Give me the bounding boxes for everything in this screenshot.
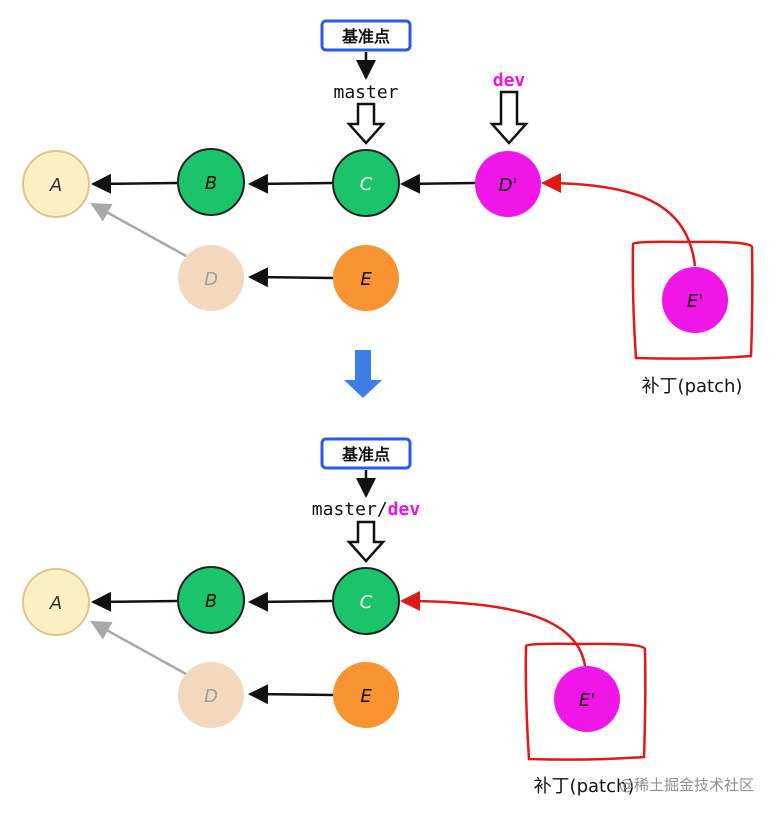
commit-e-label: E (360, 686, 372, 707)
edge-c-to-b (248, 591, 334, 612)
commit-b: B (177, 566, 245, 634)
commit-e: E (333, 662, 399, 728)
top-diagram: 基准点 master dev A B C D' (22, 19, 754, 397)
commit-a: A (22, 150, 90, 218)
bottom-diagram: 基准点 master/dev A B C D E (22, 437, 647, 797)
badge-border (320, 437, 412, 470)
commit-e-prime-label: E' (579, 690, 595, 711)
bottom-patch-arrow (400, 591, 587, 667)
badge-label: 基准点 (341, 27, 390, 46)
edge-d-to-a (90, 202, 187, 258)
commit-e: E (333, 245, 399, 311)
commit-e-prime-top: E' (662, 267, 728, 333)
edge-b-to-a (91, 173, 178, 194)
commit-b-label: B (205, 591, 217, 612)
master-label: master (312, 499, 377, 520)
edge-c-to-b (248, 173, 334, 194)
commit-d-label: D (204, 686, 218, 707)
commit-c: C (332, 149, 400, 217)
edge-e-to-d (248, 267, 334, 288)
badge-label: 基准点 (341, 445, 390, 464)
commit-d-label: D (204, 269, 218, 290)
commit-d-faded: D (178, 662, 244, 728)
commit-a-label: A (49, 175, 62, 196)
commit-c-label: C (360, 592, 373, 613)
commit-b-label: B (205, 173, 217, 194)
dev-label: dev (493, 70, 526, 91)
commit-c: C (332, 567, 400, 635)
badge-border (320, 19, 412, 52)
commit-d-prime: D' (475, 151, 541, 217)
master-hollow-arrow (346, 102, 386, 145)
transition-down-arrow-icon (344, 350, 382, 398)
commit-a: A (22, 568, 90, 636)
master-label: master (333, 82, 398, 103)
edge-d-to-a (90, 620, 187, 676)
commit-e-prime-bottom: E' (554, 666, 620, 732)
edge-dprime-to-c (400, 173, 477, 194)
top-base-point-badge: 基准点 (320, 19, 412, 52)
commit-e-prime-label: E' (687, 291, 703, 312)
master-dev-hollow-arrow (346, 520, 386, 563)
commit-a-label: A (49, 593, 62, 614)
edge-e-to-d (248, 684, 334, 705)
ref-separator: / (377, 499, 388, 520)
top-patch-arrow (541, 173, 697, 267)
dev-label: dev (388, 499, 421, 520)
bottom-patch-caption: 补丁(patch) (534, 776, 635, 797)
edge-b-to-a (91, 591, 178, 612)
commit-d-prime-label: D' (499, 175, 518, 196)
master-dev-label: master/dev (312, 499, 421, 520)
bottom-patch-box (524, 642, 647, 761)
commit-c-label: C (360, 174, 373, 195)
commit-b: B (177, 148, 245, 216)
commit-e-label: E (360, 269, 372, 290)
dev-hollow-arrow (489, 90, 529, 145)
top-patch-caption: 补丁(patch) (642, 376, 743, 397)
watermark: @稀土掘金技术社区 (619, 776, 754, 794)
bottom-base-point-badge: 基准点 (320, 437, 412, 470)
commit-d-faded: D (178, 245, 244, 311)
